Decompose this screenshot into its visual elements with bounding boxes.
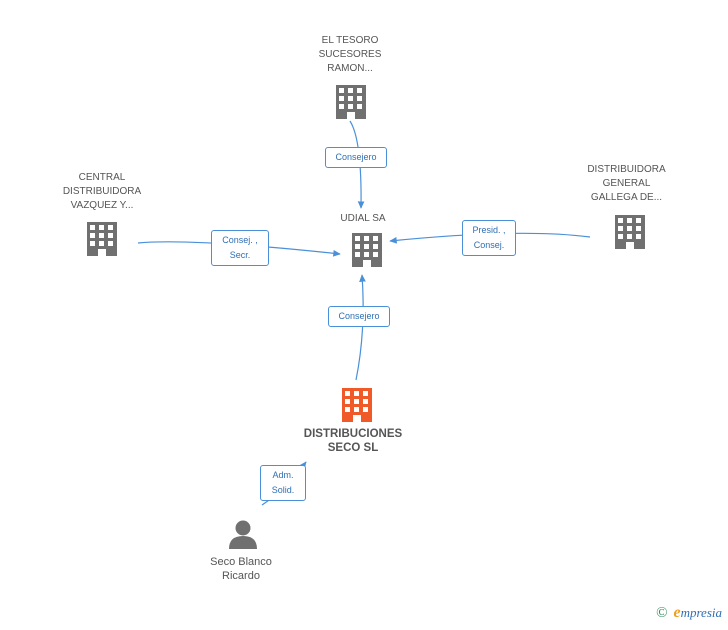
building-icon-el-tesoro[interactable] xyxy=(336,85,366,119)
building-icon-central[interactable] xyxy=(87,222,117,256)
edge-label-central-udial[interactable]: Consej. , Secr. xyxy=(211,230,269,266)
node-label-main[interactable]: DISTRIBUCIONES SECO SL xyxy=(303,428,403,454)
node-label-galicia[interactable]: DISTRIBUIDORA GENERAL GALLEGA DE... xyxy=(587,164,666,203)
building-icon-galicia[interactable] xyxy=(615,215,645,249)
edge-main-udial xyxy=(355,274,366,381)
node-label-person[interactable]: Seco Blanco Ricardo xyxy=(210,556,272,582)
node-label-el-tesoro[interactable]: EL TESORO SUCESORES RAMON... xyxy=(318,35,382,74)
person-icon[interactable] xyxy=(229,520,257,550)
edge-label-person-main[interactable]: Adm. Solid. xyxy=(260,465,306,501)
building-icon-main[interactable] xyxy=(342,388,372,422)
node-label-central[interactable]: CENTRAL DISTRIBUIDORA VAZQUEZ Y... xyxy=(62,172,142,211)
edge-label-galicia-udial[interactable]: Presid. , Consej. xyxy=(462,220,516,256)
brand-initial: e xyxy=(673,604,681,621)
brand-name: mpresia xyxy=(680,605,722,620)
empresia-brand[interactable]: © empresia xyxy=(656,604,722,622)
copyright-icon: © xyxy=(656,605,668,621)
edge-label-tesoro-udial[interactable]: Consejero xyxy=(325,147,387,168)
node-label-udial[interactable]: UDIAL SA xyxy=(340,213,386,224)
edge-label-main-udial[interactable]: Consejero xyxy=(328,306,390,327)
building-icon-udial[interactable] xyxy=(352,233,382,267)
